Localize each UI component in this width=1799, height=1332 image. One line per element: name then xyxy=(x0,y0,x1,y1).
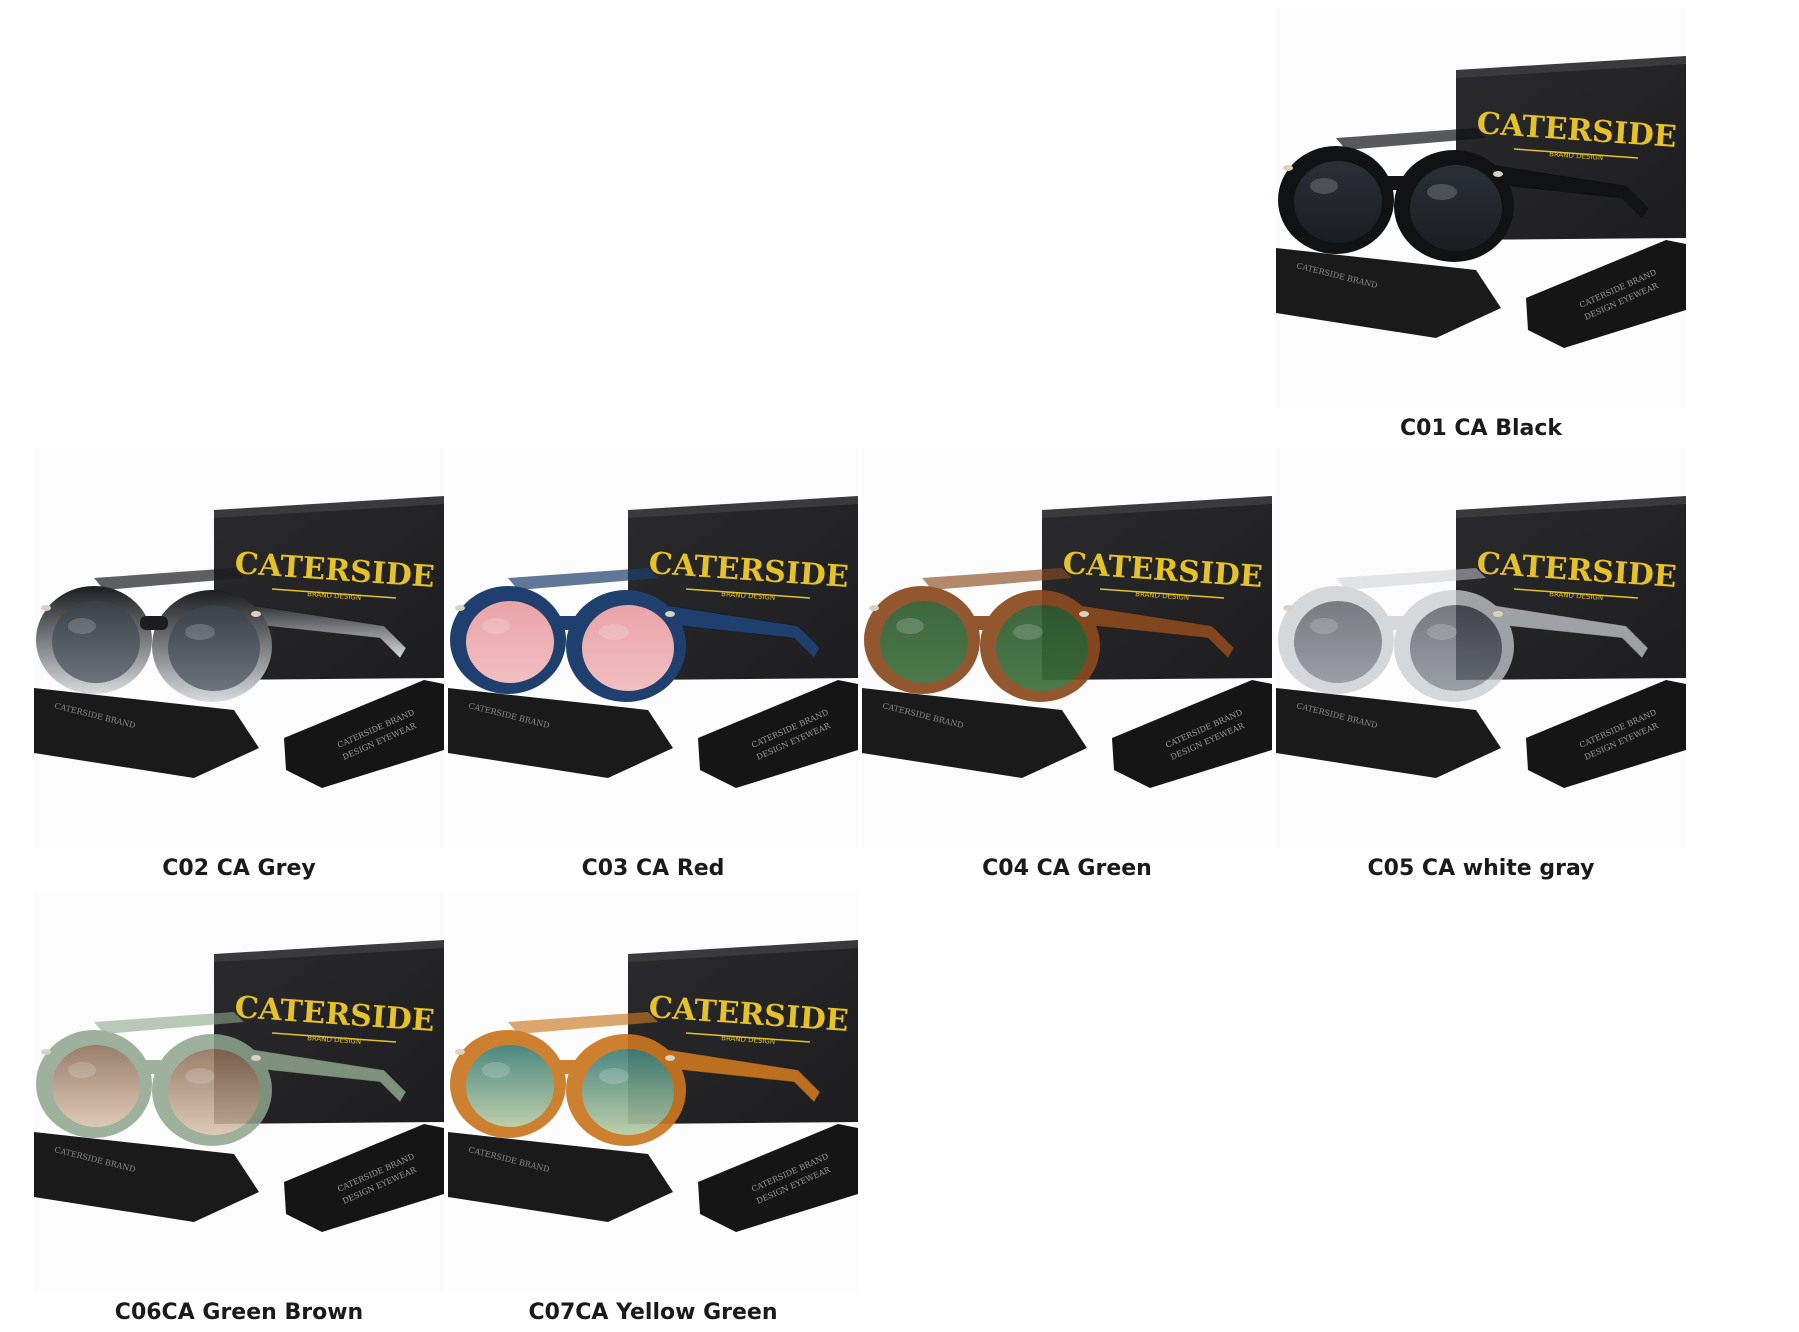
right-lens xyxy=(582,605,674,691)
box-top xyxy=(214,496,444,520)
rivet xyxy=(251,1055,261,1061)
logo-underline xyxy=(1099,588,1225,599)
sunglasses xyxy=(450,568,821,702)
right-lens xyxy=(168,605,260,691)
cleaning-cloth xyxy=(1276,248,1501,338)
brand-tagline: BRAND DESIGN xyxy=(1135,590,1189,602)
left-lens xyxy=(1294,161,1382,243)
left-lens xyxy=(1294,601,1382,683)
right-lens xyxy=(1410,605,1502,691)
pouch xyxy=(1526,680,1686,788)
right-lens xyxy=(1410,165,1502,251)
cleaning-cloth xyxy=(448,1132,673,1222)
sunglasses xyxy=(1278,128,1649,262)
right-lens xyxy=(582,1049,674,1135)
pouch xyxy=(698,1124,858,1232)
rivet xyxy=(251,611,261,617)
rivet xyxy=(1283,165,1293,171)
pouch xyxy=(284,680,444,788)
cleaning-cloth xyxy=(34,688,259,778)
logo-underline xyxy=(271,588,397,599)
sunglasses xyxy=(36,1012,407,1146)
left-lens xyxy=(52,1045,140,1127)
brand-tagline: BRAND DESIGN xyxy=(307,1034,361,1046)
left-lens xyxy=(52,601,140,683)
product-caption: C04 CA Green xyxy=(982,856,1152,881)
pouch xyxy=(284,1124,444,1232)
rivet xyxy=(41,605,51,611)
rivet xyxy=(869,605,879,611)
pouch xyxy=(1526,240,1686,348)
box-top xyxy=(1042,496,1272,520)
logo-underline xyxy=(685,588,811,599)
rivet xyxy=(41,1049,51,1055)
box-top xyxy=(1456,56,1686,80)
box-top xyxy=(1456,496,1686,520)
sunglasses xyxy=(36,568,407,702)
product-caption: C06CA Green Brown xyxy=(114,1300,364,1325)
pouch xyxy=(698,680,858,788)
logo-underline xyxy=(1513,148,1639,159)
product-caption: C07CA Yellow Green xyxy=(528,1300,778,1325)
logo-underline xyxy=(271,1032,397,1043)
box-top xyxy=(214,940,444,964)
pouch xyxy=(1112,680,1272,788)
cleaning-cloth xyxy=(34,1132,259,1222)
left-lens xyxy=(466,1045,554,1127)
product-caption: C03 CA Red xyxy=(581,856,725,881)
right-lens xyxy=(168,1049,260,1135)
rivet xyxy=(665,611,675,617)
brand-tagline: BRAND DESIGN xyxy=(1549,590,1603,602)
box-top xyxy=(628,940,858,964)
rivet xyxy=(455,1049,465,1055)
brand-tagline: BRAND DESIGN xyxy=(307,590,361,602)
cleaning-cloth xyxy=(448,688,673,778)
right-lens xyxy=(996,605,1088,691)
rivet xyxy=(1493,171,1503,177)
cleaning-cloth xyxy=(862,688,1087,778)
cleaning-cloth xyxy=(1276,688,1501,778)
sunglasses xyxy=(1278,568,1649,702)
brand-tagline: BRAND DESIGN xyxy=(721,590,775,602)
logo-underline xyxy=(685,1032,811,1043)
rivet xyxy=(665,1055,675,1061)
left-lens xyxy=(880,601,968,683)
product-caption: C01 CA Black xyxy=(1399,416,1563,441)
brand-tagline: BRAND DESIGN xyxy=(1549,150,1603,162)
product-caption: C02 CA Grey xyxy=(162,856,316,881)
left-lens xyxy=(466,601,554,683)
logo-underline xyxy=(1513,588,1639,599)
rivet xyxy=(455,605,465,611)
brand-tagline: BRAND DESIGN xyxy=(721,1034,775,1046)
product-caption: C05 CA white gray xyxy=(1367,856,1595,881)
rivet xyxy=(1283,605,1293,611)
rivet xyxy=(1493,611,1503,617)
rivet xyxy=(1079,611,1089,617)
box-top xyxy=(628,496,858,520)
